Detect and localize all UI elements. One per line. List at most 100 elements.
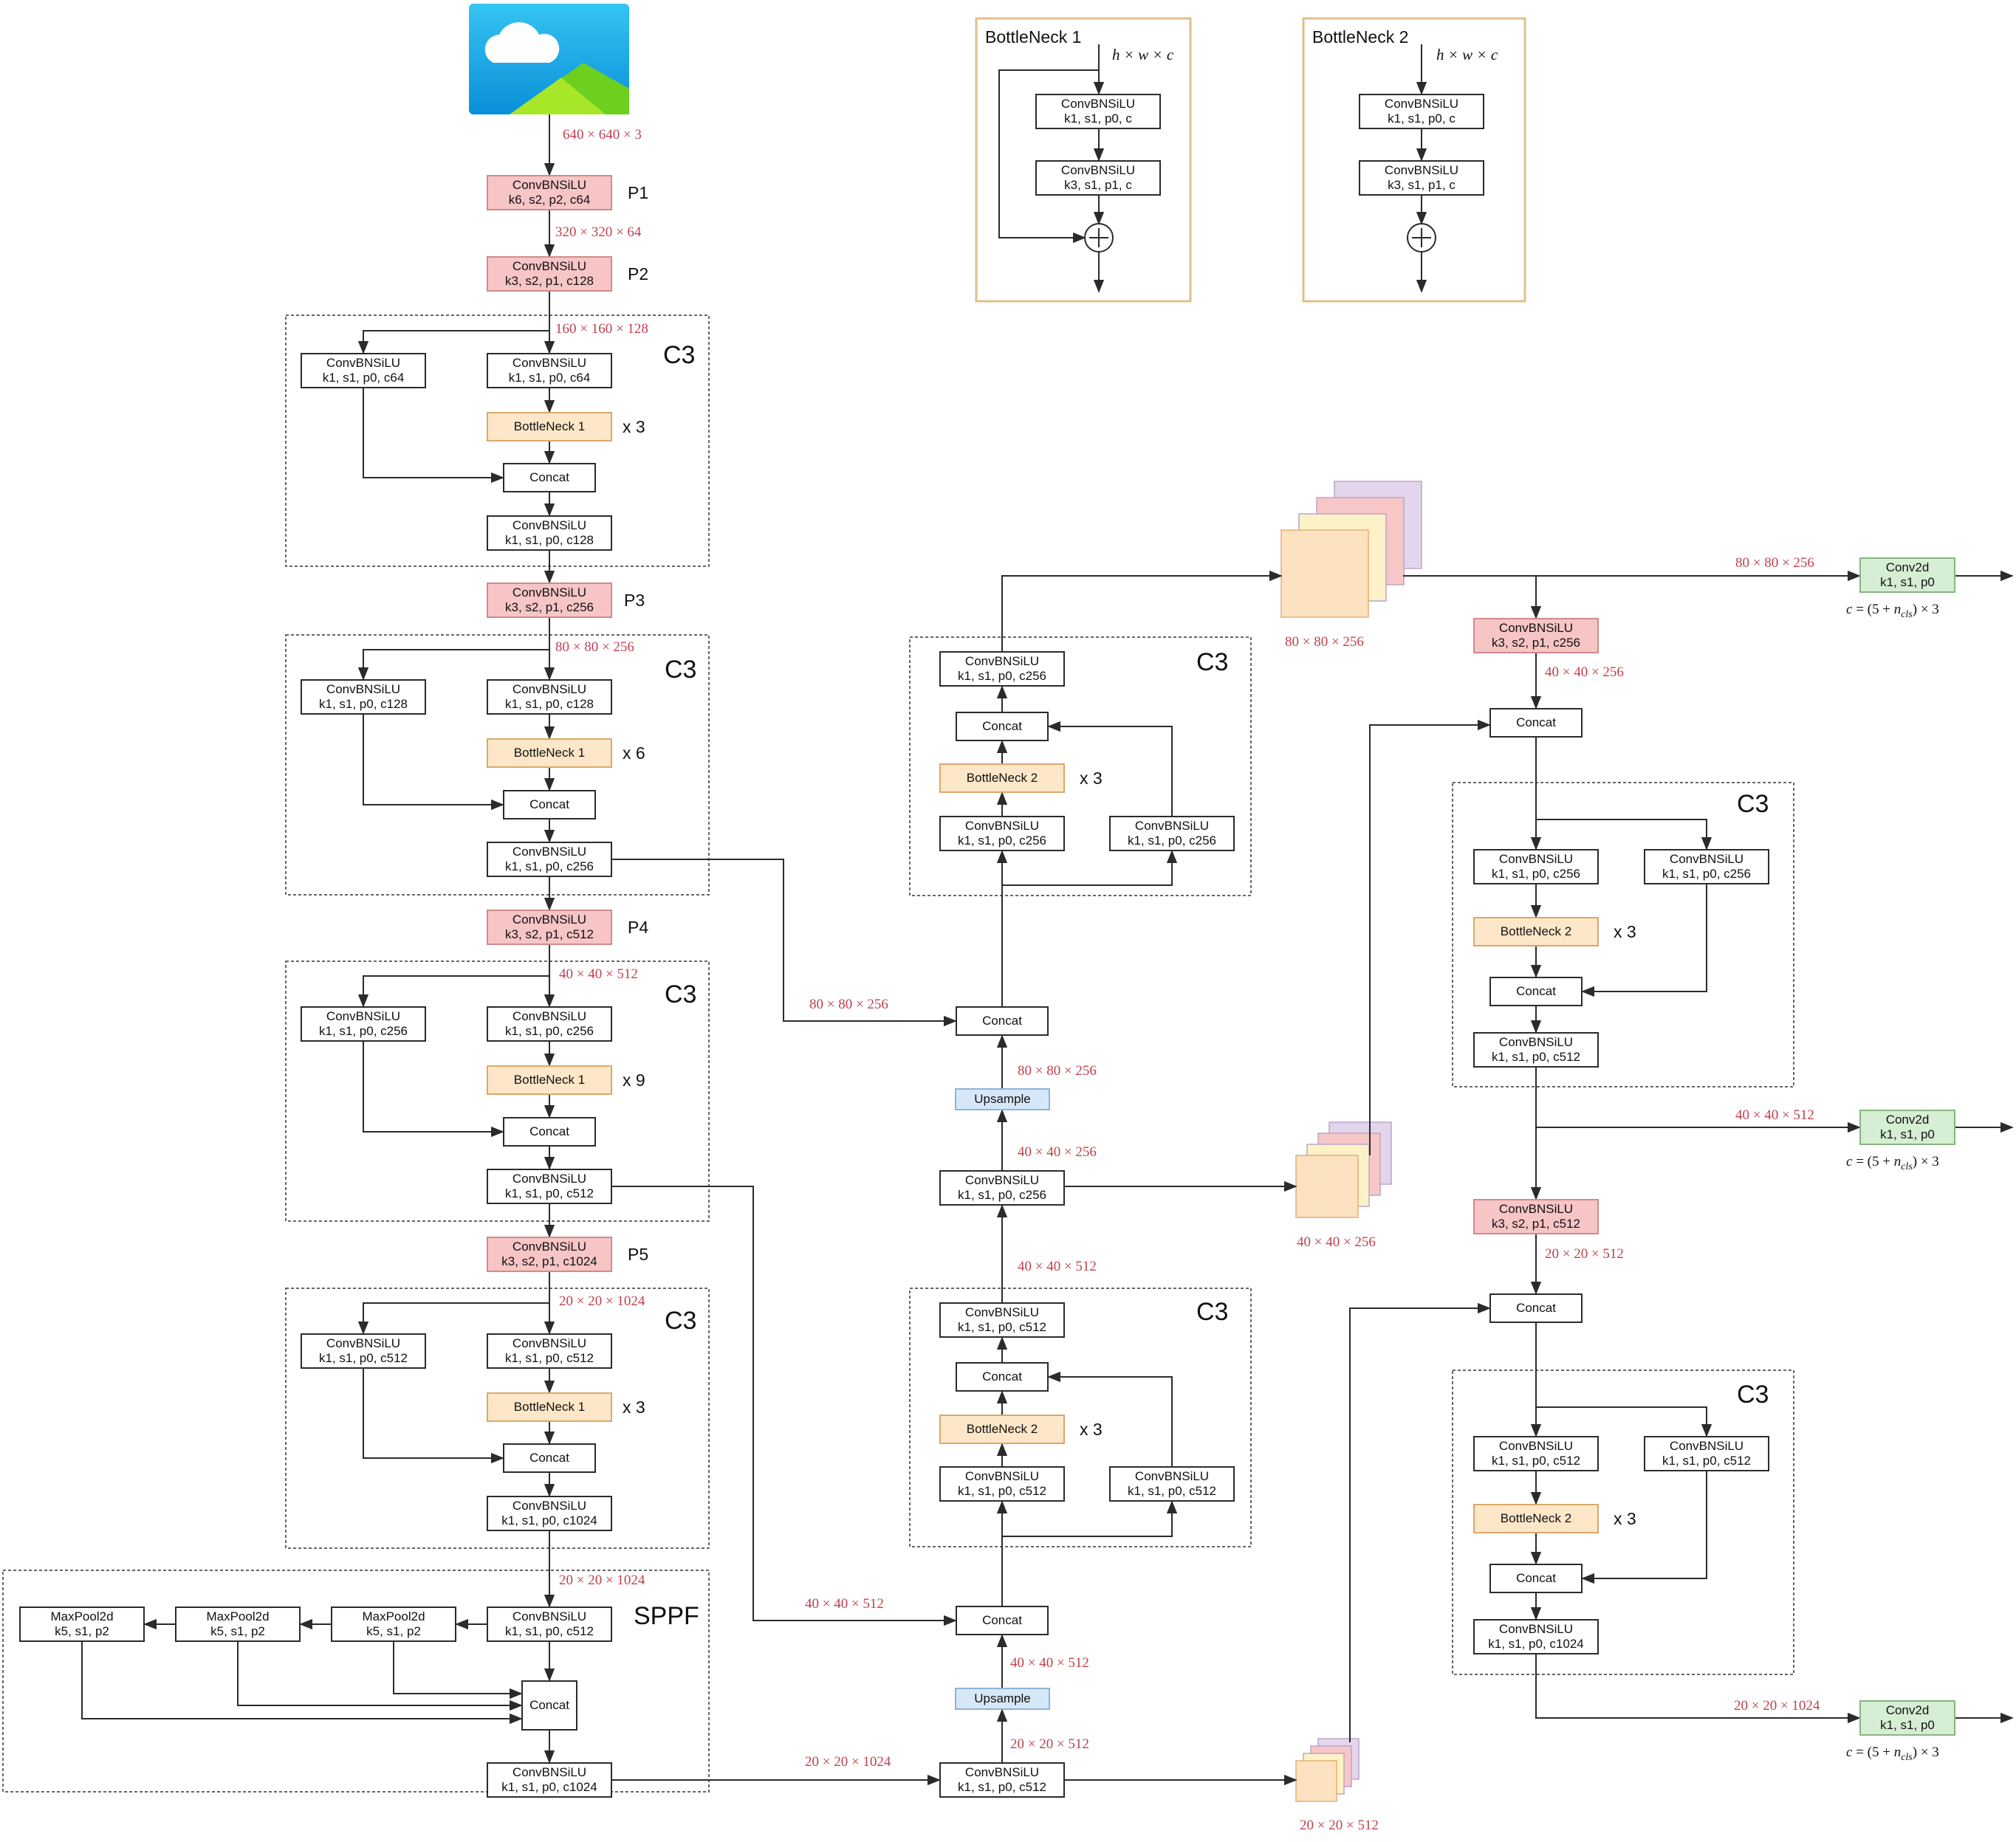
upsample-1[interactable]: Upsample xyxy=(955,1688,1050,1710)
backbone-c3-2-bottleneck[interactable]: BottleNeck 1 xyxy=(487,738,612,768)
head-concat-1[interactable]: Concat xyxy=(1489,708,1583,738)
output-channels-formula: c = (5 + ncls) × 3 xyxy=(1846,1745,1939,1763)
sppf-concat[interactable]: Concat xyxy=(521,1680,577,1731)
head-c3-1-frame xyxy=(1452,782,1794,1087)
backbone-c3-3-concat[interactable]: Concat xyxy=(503,1117,596,1147)
layer-name: Upsample xyxy=(974,1691,1031,1705)
layer-name: MaxPool2d xyxy=(206,1609,270,1623)
backbone-c3-2-concat[interactable]: Concat xyxy=(503,790,596,819)
layer-name: BottleNeck 2 xyxy=(966,1422,1038,1436)
layer-name: ConvBNSiLU xyxy=(512,913,587,927)
backbone-c3-4-concat[interactable]: Concat xyxy=(503,1443,596,1473)
block-title-c3: C3 xyxy=(1737,790,1769,818)
layer-params: k1, s1, p0, c512 xyxy=(504,1624,594,1638)
layer-params: k1, s1, p0 xyxy=(1880,1127,1935,1141)
connection-arrow xyxy=(1581,884,1707,997)
neck-concat-1[interactable]: Concat xyxy=(956,1606,1049,1635)
head-concat-2[interactable]: Concat xyxy=(1489,1293,1583,1323)
neck-c3-1-bottleneck[interactable]: BottleNeck 2 xyxy=(939,763,1065,793)
layer-params: k1, s1, p0, c xyxy=(1064,111,1132,126)
layer-name: BottleNeck 1 xyxy=(513,1073,586,1087)
layer-name: ConvBNSiLU xyxy=(964,1469,1040,1483)
head-c3-1-bottleneck[interactable]: BottleNeck 2 xyxy=(1473,917,1599,946)
backbone-c3-1-concat[interactable]: Concat xyxy=(503,463,596,492)
neck-c3-2-bottleneck[interactable]: BottleNeck 2 xyxy=(939,1415,1065,1444)
connection-arrow xyxy=(1047,721,1173,816)
neck-c3-2-concat[interactable]: Concat xyxy=(956,1362,1049,1392)
bottleneck-1-frame xyxy=(975,17,1192,303)
layer-name: ConvBNSiLU xyxy=(512,356,587,370)
layer-params: k1, s1, p0, c1024 xyxy=(501,1780,597,1794)
neck-c3-1-concat[interactable]: Concat xyxy=(956,712,1049,741)
feature-map-channel xyxy=(1280,529,1369,618)
layer-name: Upsample xyxy=(974,1092,1031,1106)
dim-label: 640 × 640 × 3 xyxy=(563,127,642,142)
layer-params: k1, s1, p0, c256 xyxy=(504,1024,594,1038)
bottleneck-2-input-shape: h × w × c xyxy=(1436,46,1498,63)
layer-name: ConvBNSiLU xyxy=(512,1765,587,1779)
layer-name: Concat xyxy=(982,1014,1022,1028)
head-c3-2-bottleneck[interactable]: BottleNeck 2 xyxy=(1473,1504,1599,1533)
layer-params: k1, s1, p0, c128 xyxy=(504,533,594,547)
backbone-c3-3-bottleneck[interactable]: BottleNeck 1 xyxy=(487,1065,612,1095)
block-title-sppf: SPPF xyxy=(634,1602,699,1630)
head-c3-1-concat[interactable]: Concat xyxy=(1489,977,1583,1006)
layer-name: BottleNeck 1 xyxy=(513,419,586,433)
head-c3-2-concat[interactable]: Concat xyxy=(1489,1564,1583,1593)
layer-params: k1, s1, p0 xyxy=(1880,575,1935,589)
upsample-2[interactable]: Upsample xyxy=(955,1088,1050,1110)
layer-name: Conv2d xyxy=(1885,1703,1930,1717)
backbone-c3-4-bottleneck[interactable]: BottleNeck 1 xyxy=(487,1392,612,1422)
dim-label: 20 × 20 × 512 xyxy=(1300,1818,1379,1833)
neck-concat-2[interactable]: Concat xyxy=(956,1006,1049,1036)
stage-label-p1: P1 xyxy=(628,183,649,202)
block-title-c3: C3 xyxy=(665,1307,697,1335)
backbone-c3-1-bottleneck[interactable]: BottleNeck 1 xyxy=(487,412,612,441)
